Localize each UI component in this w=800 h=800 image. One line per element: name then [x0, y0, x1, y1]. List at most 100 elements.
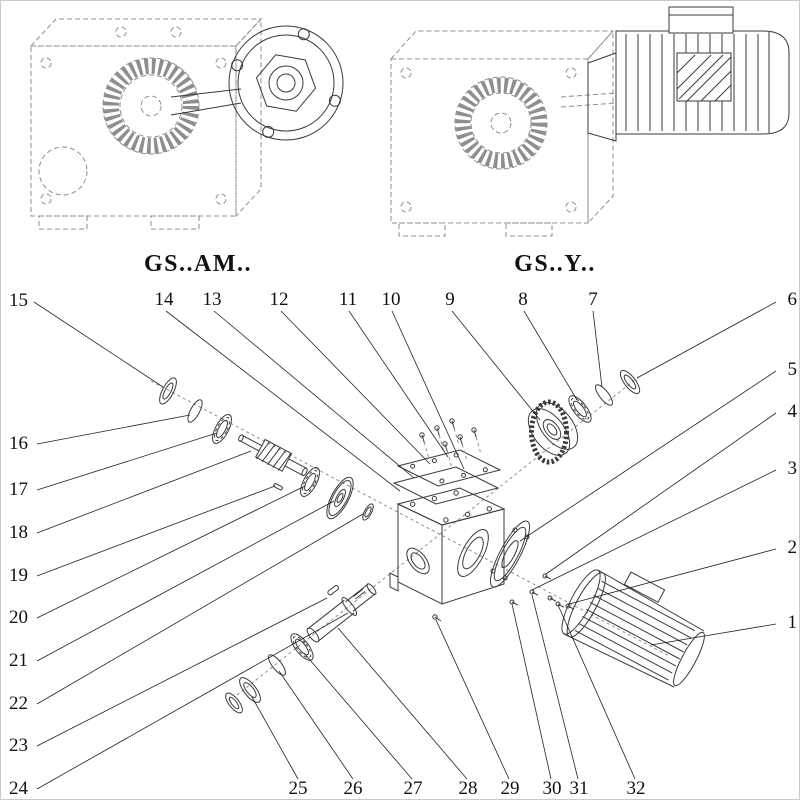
part-disc-21 — [326, 476, 354, 520]
callout-number-18: 18 — [9, 522, 28, 543]
gs-am-drawing — [29, 17, 344, 230]
callout-number-23: 23 — [9, 735, 28, 756]
callout-leader-2 — [568, 548, 777, 605]
callout-leader-11 — [348, 310, 449, 458]
callout-number-14: 14 — [155, 289, 175, 310]
callout-number-8: 8 — [518, 289, 528, 310]
callout-leader-15 — [33, 301, 164, 388]
callout-number-29: 29 — [501, 778, 520, 799]
part-circlip-26 — [268, 654, 286, 676]
part-cover-plate-13 — [396, 449, 502, 487]
mounting-foot — [398, 222, 446, 237]
callout-number-20: 20 — [9, 607, 28, 628]
callout-leader-28 — [337, 627, 468, 780]
callout-number-22: 22 — [9, 693, 28, 714]
callout-leader-29 — [435, 619, 510, 780]
callout-number-26: 26 — [344, 778, 363, 799]
part-circlip-7 — [595, 384, 613, 406]
callout-number-24: 24 — [9, 778, 29, 799]
part-flange-cover-5 — [490, 520, 530, 588]
callout-leader-4 — [545, 412, 777, 575]
part-gear-housing — [389, 487, 506, 605]
part-bearing-8 — [568, 395, 592, 423]
part-key-pin-19 — [273, 483, 283, 491]
part-cover-bolts-10-11-14 — [419, 418, 482, 469]
mounting-foot — [150, 215, 200, 230]
callout-leader-26 — [278, 670, 354, 780]
callout-number-5: 5 — [788, 359, 798, 380]
output-flange-drawing — [170, 25, 344, 141]
callout-number-25: 25 — [289, 778, 308, 799]
housing-foot — [389, 572, 399, 592]
part-worm-shaft-18 — [238, 434, 308, 477]
gearbox-housing-right — [389, 29, 617, 237]
callout-number-6: 6 — [788, 289, 798, 310]
callout-leader-10 — [391, 310, 465, 470]
callout-leader-6 — [636, 301, 777, 379]
callout-leader-27 — [303, 652, 413, 780]
motor-drawing — [587, 6, 790, 142]
callout-number-16: 16 — [9, 433, 28, 454]
part-oil-seal-25 — [239, 677, 261, 703]
part-ring-22 — [362, 503, 374, 521]
callout-leader-21 — [36, 500, 335, 662]
callout-leader-9 — [451, 310, 541, 421]
callout-leader-12 — [280, 310, 431, 465]
gearbox-housing-left — [29, 17, 263, 230]
callout-number-9: 9 — [445, 289, 455, 310]
part-bearing-17 — [212, 414, 232, 444]
part-fasteners-30-31-32 — [509, 573, 575, 610]
callout-leader-31 — [531, 594, 579, 780]
flange-hub-hex — [255, 54, 317, 112]
callout-leader-17 — [36, 432, 218, 491]
callout-number-27: 27 — [404, 778, 423, 799]
callout-number-19: 19 — [9, 565, 28, 586]
callout-number-12: 12 — [270, 289, 289, 310]
callout-leader-25 — [251, 696, 299, 780]
callout-number-15: 15 — [9, 290, 28, 311]
callout-number-32: 32 — [627, 778, 646, 799]
callout-leader-1 — [650, 623, 777, 646]
part-seal-ring-6 — [619, 369, 641, 395]
callout-number-11: 11 — [339, 289, 357, 310]
callout-number-3: 3 — [788, 458, 798, 479]
callout-leader-24 — [36, 612, 349, 790]
callout-number-31: 31 — [570, 778, 589, 799]
callout-number-1: 1 — [788, 612, 798, 633]
mounting-foot — [505, 222, 553, 237]
callout-leader-30 — [511, 603, 552, 780]
callout-leader-23 — [36, 597, 328, 747]
worm-wheel-teeth — [455, 77, 547, 169]
input-axis-centerline — [150, 380, 670, 657]
callout-number-30: 30 — [543, 778, 562, 799]
part-oil-seal-15 — [159, 377, 177, 405]
variant-label-gs-am: GS..AM.. — [144, 251, 252, 277]
mounting-foot — [38, 215, 88, 230]
callout-leader-32 — [557, 604, 636, 780]
callout-number-2: 2 — [788, 537, 798, 558]
part-washer-24 — [225, 692, 243, 714]
part-motor-1 — [561, 569, 705, 688]
callout-number-17: 17 — [9, 479, 28, 500]
callout-number-7: 7 — [588, 289, 598, 310]
motor-hatch-block — [676, 52, 732, 102]
callout-leader-5 — [519, 370, 777, 542]
part-bearing-20 — [300, 467, 320, 497]
variant-label-gs-y: GS..Y.. — [514, 251, 596, 277]
callout-number-13: 13 — [203, 289, 222, 310]
callout-leader-3 — [531, 469, 777, 591]
part-output-shaft-28 — [306, 583, 377, 643]
gs-y-drawing — [389, 6, 790, 237]
motor-terminal-box — [668, 6, 734, 34]
callout-leader-18 — [36, 450, 252, 534]
part-cover-gasket-12 — [392, 466, 500, 505]
callout-leader-16 — [36, 414, 191, 445]
callout-leader-20 — [36, 485, 306, 619]
callout-leader-19 — [36, 485, 276, 577]
part-circlip-16 — [187, 399, 203, 423]
part-output-gear-9 — [527, 399, 579, 465]
callout-number-4: 4 — [788, 401, 798, 422]
